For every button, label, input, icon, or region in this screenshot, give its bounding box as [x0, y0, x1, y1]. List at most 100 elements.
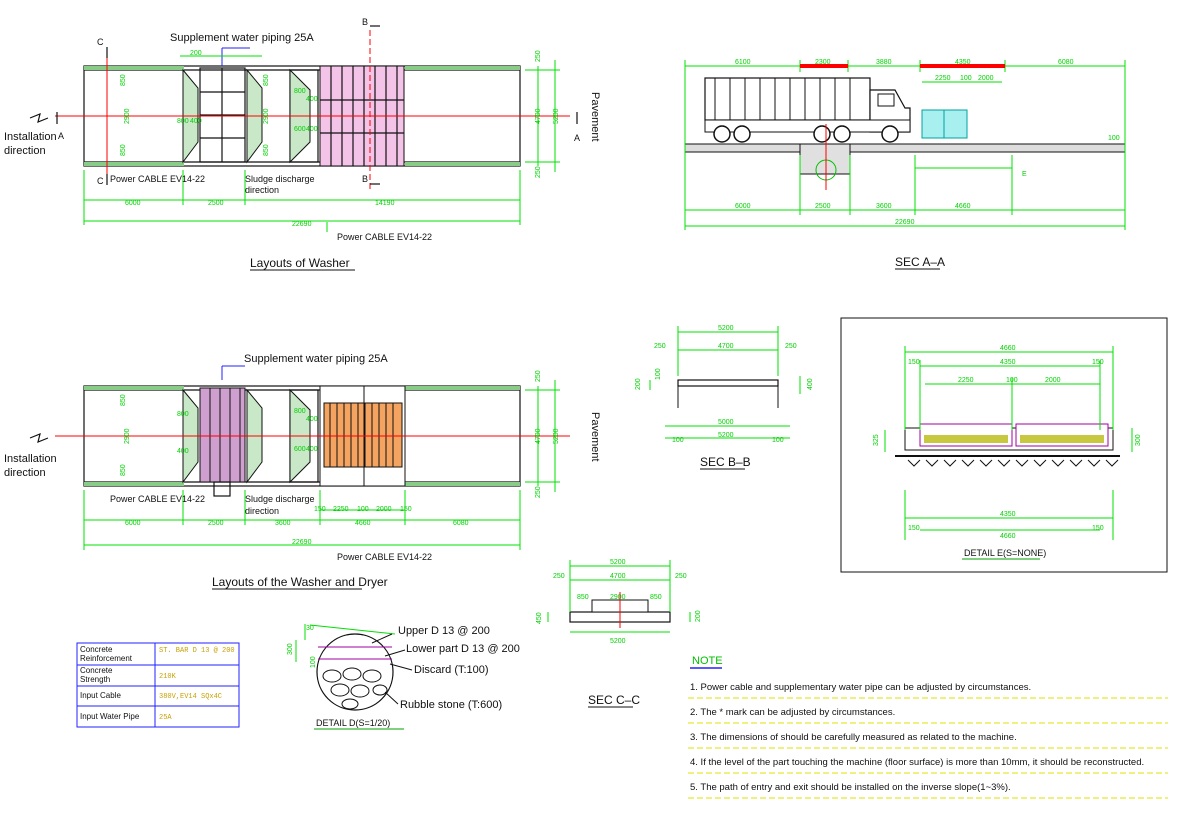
sec-cc-caption: SEC C–C: [588, 693, 640, 707]
dim-800: 800: [177, 411, 189, 418]
spec-row-value: 210K: [159, 673, 177, 681]
svg-text:B: B: [362, 174, 368, 184]
dim-2000: 2000: [978, 75, 994, 82]
dim-4700: 4700: [718, 343, 734, 350]
dim-2250: 2250: [935, 75, 951, 82]
dim-600: 600: [294, 446, 306, 453]
lower-rebar-label: Lower part D 13 @ 200: [406, 643, 520, 655]
sludge-label: Sludge discharge: [245, 494, 315, 504]
dim-850: 850: [577, 594, 589, 601]
dim-5200: 5200: [718, 432, 734, 439]
dim-4700: 4700: [610, 573, 626, 580]
dim-5200: 5200: [610, 559, 626, 566]
dim-150: 150: [1092, 359, 1104, 366]
washer-layout-caption: Layouts of Washer: [250, 256, 350, 270]
dim-800: 800: [177, 118, 189, 125]
dim-250: 250: [654, 343, 666, 350]
dim-100: 100: [655, 368, 662, 380]
supplement-water-label: Supplement water piping 25A: [170, 32, 314, 44]
dim-100: 100: [672, 437, 684, 444]
dim-850: 850: [120, 394, 127, 406]
dim-22690: 22690: [292, 221, 312, 228]
dim-100: 100: [1006, 377, 1018, 384]
installation-label: Installation: [4, 131, 57, 143]
svg-text:A: A: [574, 133, 580, 143]
svg-text:C: C: [97, 37, 104, 47]
spec-row-value: 25A: [159, 714, 172, 722]
dim-5200: 5200: [553, 428, 560, 444]
washer-machine: [199, 387, 246, 483]
note-item: 1. Power cable and supplementary water p…: [690, 682, 1031, 693]
install-arrow-icon: [29, 113, 49, 123]
dim-2500: 2500: [208, 200, 224, 207]
detail-e-frame: [840, 317, 1168, 573]
sludge-label: Sludge discharge: [245, 174, 315, 184]
dim-2900: 2900: [124, 428, 131, 444]
dim-250: 250: [535, 370, 542, 382]
dim-850: 850: [263, 144, 270, 156]
dim-300: 300: [287, 643, 294, 655]
supplement-water-label: Supplement water piping 25A: [244, 353, 388, 365]
washer-layout: 6000 2500 14190 22690 200 250 4700 5200 …: [4, 17, 601, 271]
dim-4350: 4350: [955, 59, 971, 66]
dim-150: 150: [908, 359, 920, 366]
dim-4660: 4660: [1000, 345, 1016, 352]
dim-600: 600: [294, 126, 306, 133]
dim-2900: 2900: [263, 108, 270, 124]
direction-label: direction: [4, 145, 46, 157]
dim-3880: 3880: [876, 59, 892, 66]
dim-400: 400: [807, 378, 814, 390]
highlight-dim: [800, 64, 848, 68]
dim-6000: 6000: [125, 520, 141, 527]
note-item: 5. The path of entry and exit should be …: [690, 782, 1011, 793]
dim-100: 100: [772, 437, 784, 444]
dim-4660: 4660: [955, 203, 971, 210]
dim-2250: 2250: [333, 506, 349, 513]
svg-text:A: A: [58, 131, 64, 141]
dim-4660: 4660: [355, 520, 371, 527]
dim-150: 150: [1092, 525, 1104, 532]
dim-2000: 2000: [376, 506, 392, 513]
dim-150: 150: [314, 506, 326, 513]
section-marker-a: A A: [56, 112, 580, 143]
dim-5000: 5000: [718, 419, 734, 426]
dim-4350: 4350: [1000, 359, 1016, 366]
spec-row-label: Input Water Pipe: [80, 712, 140, 721]
ground-slab: [684, 143, 1126, 153]
dim-800: 800: [294, 408, 306, 415]
dim-250: 250: [535, 486, 542, 498]
curb-hatch: [405, 162, 520, 166]
note-title: NOTE: [692, 655, 723, 667]
highlight-dim: [920, 64, 1005, 68]
dim-22690: 22690: [895, 219, 915, 226]
svg-text:B: B: [362, 17, 368, 27]
pavement-label: Pavement: [589, 412, 601, 462]
truck-icon: [704, 77, 911, 143]
dim-850: 850: [120, 144, 127, 156]
dim-250: 250: [785, 343, 797, 350]
dim-200: 200: [190, 50, 202, 57]
dim-800: 800: [294, 88, 306, 95]
power-cable-bottom-label: Power CABLE EV14-22: [337, 552, 432, 562]
curb-hatch: [84, 66, 184, 70]
detail-d: 30 300 100 Upper D 13 @ 200 Lower part D…: [287, 624, 520, 730]
dim-6080: 6080: [1058, 59, 1074, 66]
washer-dryer-layout: 6000 2500 3600 4660 6080 22690 150 2250 …: [4, 353, 601, 590]
rubble-stones: [322, 667, 388, 710]
pavement-label: Pavement: [589, 92, 601, 142]
installation-label: Installation: [4, 453, 57, 465]
power-cable-label: Power CABLE EV14-22: [110, 494, 205, 504]
power-cable-label: Power CABLE EV14-22: [110, 174, 205, 184]
dim-400: 400: [306, 446, 318, 453]
dim-30: 30: [306, 625, 314, 632]
dim-400: 400: [306, 416, 318, 423]
detail-d-caption: DETAIL D(S=1/20): [316, 718, 390, 728]
dim-4660: 4660: [1000, 533, 1016, 540]
dim-6000: 6000: [125, 200, 141, 207]
dim-14190: 14190: [375, 200, 395, 207]
dim-4700: 4700: [535, 428, 542, 444]
dim-5200: 5200: [553, 108, 560, 124]
